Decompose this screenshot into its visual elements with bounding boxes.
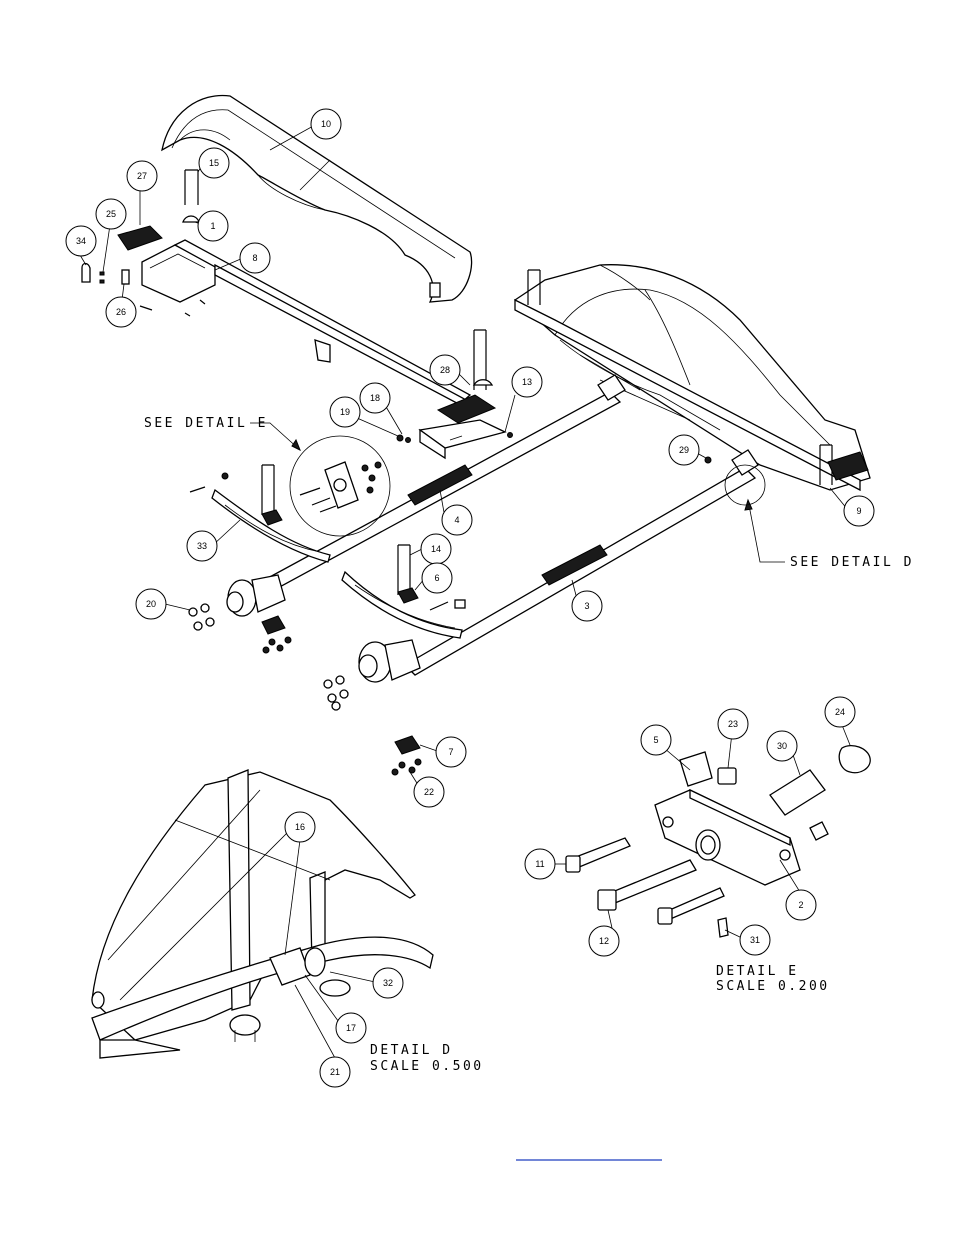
callout-label: 10 xyxy=(321,119,331,129)
equalizer-bracket xyxy=(396,419,513,460)
callout-label: 24 xyxy=(835,707,845,717)
callout-label: 4 xyxy=(454,515,459,525)
leaf-spring-front xyxy=(341,544,466,639)
callout-13: 13 xyxy=(511,366,543,398)
callout-27: 27 xyxy=(126,160,158,192)
callout-21: 21 xyxy=(319,1056,351,1088)
callout-label: 26 xyxy=(116,307,126,317)
callout-12: 12 xyxy=(588,925,620,957)
frame-rail-8 xyxy=(141,239,472,412)
hub-front xyxy=(358,639,422,776)
detail-d-drawing xyxy=(91,769,434,1059)
detail-e-scale: SCALE 0.200 xyxy=(716,979,830,994)
callout-26: 26 xyxy=(105,296,137,328)
callout-2: 2 xyxy=(785,889,817,921)
callout-label: 22 xyxy=(424,787,434,797)
callout-6: 6 xyxy=(421,562,453,594)
callout-17: 17 xyxy=(335,1012,367,1044)
callout-label: 33 xyxy=(197,541,207,551)
callout-3: 3 xyxy=(571,590,603,622)
callout-14: 14 xyxy=(420,533,452,565)
callout-25: 25 xyxy=(95,198,127,230)
nut-29 xyxy=(704,456,712,464)
callout-label: 1 xyxy=(210,221,215,231)
callout-1: 1 xyxy=(197,210,229,242)
callout-23: 23 xyxy=(717,708,749,740)
callout-label: 29 xyxy=(679,445,689,455)
arrow-see-detail-e xyxy=(291,438,301,452)
callout-19: 19 xyxy=(329,396,361,428)
hub-rear xyxy=(226,574,292,654)
callout-label: 28 xyxy=(440,365,450,375)
callout-label: 18 xyxy=(370,393,380,403)
callout-label: 23 xyxy=(728,719,738,729)
callout-label: 6 xyxy=(434,573,439,583)
callout-label: 30 xyxy=(777,741,787,751)
callout-24: 24 xyxy=(824,696,856,728)
callout-label: 9 xyxy=(856,506,861,516)
leader-see-detail-e xyxy=(250,422,301,451)
leader-see-detail-d xyxy=(747,499,785,563)
leaf-spring-33 xyxy=(189,464,331,563)
callout-32: 32 xyxy=(372,967,404,999)
callout-11: 11 xyxy=(524,848,556,880)
callout-28: 28 xyxy=(429,354,461,386)
pad-28 xyxy=(436,394,497,424)
u-bolt-15 xyxy=(184,169,199,205)
callout-label: 27 xyxy=(137,171,147,181)
pad-27 xyxy=(117,225,163,251)
callout-15: 15 xyxy=(198,147,230,179)
see-detail-d-label: SEE DETAIL D xyxy=(790,555,914,570)
callout-33: 33 xyxy=(186,530,218,562)
callout-label: 5 xyxy=(653,735,658,745)
axle-4 xyxy=(253,374,626,596)
clip-1 xyxy=(182,215,200,223)
callout-30: 30 xyxy=(766,730,798,762)
callout-label: 7 xyxy=(448,747,453,757)
lug-nuts xyxy=(188,603,349,711)
callout-4: 4 xyxy=(441,504,473,536)
callout-label: 14 xyxy=(431,544,441,554)
see-detail-e-label: SEE DETAIL E xyxy=(144,416,268,431)
callout-label: 25 xyxy=(106,209,116,219)
callout-16: 16 xyxy=(284,811,316,843)
callout-label: 16 xyxy=(295,822,305,832)
callout-label: 19 xyxy=(340,407,350,417)
detail-e-callout-circle xyxy=(289,435,391,537)
callout-29: 29 xyxy=(668,434,700,466)
callout-34: 34 xyxy=(65,225,97,257)
callout-label: 2 xyxy=(798,900,803,910)
callout-label: 21 xyxy=(330,1067,340,1077)
callout-9: 9 xyxy=(843,495,875,527)
callout-label: 12 xyxy=(599,936,609,946)
callout-label: 8 xyxy=(252,253,257,263)
callout-label: 11 xyxy=(535,859,544,869)
detail-e-drawing xyxy=(565,744,871,938)
detail-d-scale: SCALE 0.500 xyxy=(370,1059,484,1074)
callout-label: 13 xyxy=(522,377,532,387)
callout-label: 32 xyxy=(383,978,393,988)
detail-e-title: DETAIL E xyxy=(716,964,799,979)
callout-label: 17 xyxy=(346,1023,356,1033)
callout-10: 10 xyxy=(310,108,342,140)
callout-31: 31 xyxy=(739,924,771,956)
fender-right-assembly xyxy=(513,264,871,492)
callout-label: 31 xyxy=(750,935,760,945)
callout-22: 22 xyxy=(413,776,445,808)
callout-5: 5 xyxy=(640,724,672,756)
fender-left xyxy=(161,94,473,303)
callout-18: 18 xyxy=(359,382,391,414)
callout-8: 8 xyxy=(239,242,271,274)
callout-label: 3 xyxy=(584,601,589,611)
detail-d-title: DETAIL D xyxy=(370,1043,453,1058)
callout-label: 20 xyxy=(146,599,156,609)
callout-20: 20 xyxy=(135,588,167,620)
clip-28 xyxy=(472,379,494,386)
detail-d-callout-circle xyxy=(724,464,766,506)
callout-label: 34 xyxy=(76,236,86,246)
callout-7: 7 xyxy=(435,736,467,768)
callout-label: 15 xyxy=(209,158,219,168)
